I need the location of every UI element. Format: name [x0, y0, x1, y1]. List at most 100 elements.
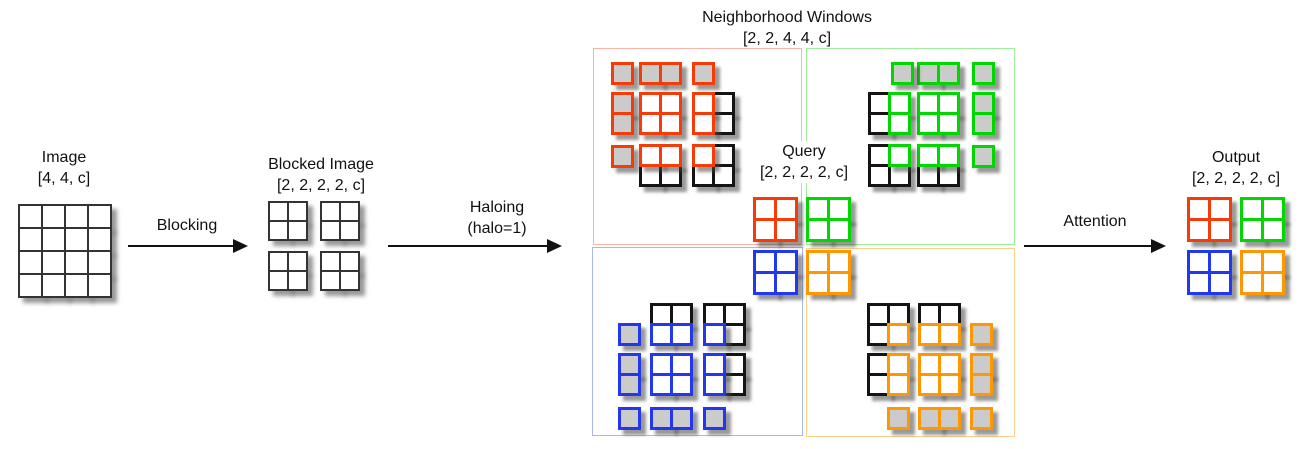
window-blue-cell-outside-window-pixel: [723, 373, 746, 396]
haloing-arrow-label-line2: (halo=1): [467, 220, 527, 237]
window-red-cell-in-window-pixel: [692, 112, 715, 135]
query-dims: [2, 2, 2, 2, c]: [759, 164, 849, 181]
window-orange-cell-in-window-pixel: [938, 373, 961, 396]
query-label: Query [2, 2, 2, 2, c]: [744, 141, 864, 183]
query-block-green-cell-in-window-pixel: [827, 218, 851, 242]
window-red-cell-outside-window-pixel: [659, 164, 682, 187]
window-red-cell-halo-padding-pixel: [611, 112, 634, 135]
window-orange-cell-halo-padding-pixel: [938, 407, 961, 430]
image-grid-cell-image-pixel: [41, 204, 66, 229]
image-grid-cell-image-pixel: [64, 273, 89, 298]
image-title: Image: [41, 149, 87, 166]
output-block-red-cell-in-window-pixel: [1208, 218, 1232, 242]
neighborhood-windows-title: Neighborhood Windows: [702, 9, 872, 26]
window-blue-cell-halo-padding-pixel: [618, 407, 641, 430]
window-red-cell-halo-padding-pixel: [659, 62, 682, 85]
window-red-cell-halo-padding-pixel: [611, 145, 634, 168]
query-block-red-cell-in-window-pixel: [753, 218, 777, 242]
image-grid-cell-image-pixel: [64, 204, 89, 229]
blocked-block-br-cell-image-pixel: [339, 270, 360, 291]
image-grid-cell-image-pixel: [64, 227, 89, 252]
window-red-cell-outside-window-pixel: [712, 112, 735, 135]
query-block-orange-cell-in-window-pixel: [827, 271, 851, 295]
window-red-cell-in-window-pixel: [659, 144, 682, 167]
blocking-arrow-label: Blocking: [156, 217, 218, 234]
window-orange-cell-halo-padding-pixel: [970, 373, 993, 396]
window-blue-cell-in-window-pixel: [703, 323, 726, 346]
image-label: Image [4, 4, c]: [4, 147, 124, 189]
blocked-block-tl-cell-image-pixel: [287, 201, 308, 222]
attention-arrow-label: Attention: [1063, 213, 1127, 230]
attention-arrowhead-icon: [1151, 239, 1166, 253]
neighborhood-windows-label: Neighborhood Windows [2, 2, 4, 4, c]: [662, 7, 912, 49]
haloing-arrow-line: [388, 245, 548, 247]
window-blue-cell-in-window-pixel: [670, 373, 693, 396]
window-orange-cell-halo-padding-pixel: [970, 407, 993, 430]
window-red-cell-in-window-pixel: [692, 144, 715, 167]
window-red-cell-in-window-pixel: [659, 112, 682, 135]
image-grid-cell-image-pixel: [18, 273, 43, 298]
window-orange-cell-in-window-pixel: [887, 323, 910, 346]
image-grid-cell-image-pixel: [87, 204, 112, 229]
blocked-block-tr-cell-image-pixel: [339, 220, 360, 241]
output-title: Output: [1211, 149, 1261, 166]
blocked-block-br-cell-image-pixel: [320, 270, 341, 291]
blocking-arrow-line: [128, 245, 234, 247]
image-grid-cell-image-pixel: [87, 227, 112, 252]
output-block-blue-cell-in-window-pixel: [1187, 271, 1211, 295]
window-orange-cell-halo-padding-pixel: [887, 407, 910, 430]
window-green-cell-in-window-pixel: [888, 144, 911, 167]
window-blue-cell-halo-padding-pixel: [703, 407, 726, 430]
haloing-arrow-label: Haloing (halo=1): [417, 197, 577, 239]
blocked-image-title: Blocked Image: [268, 156, 374, 173]
attention-arrow-line: [1024, 245, 1152, 247]
output-dims: [2, 2, 2, 2, c]: [1191, 170, 1281, 187]
blocked-block-br-cell-image-pixel: [320, 251, 341, 272]
window-box-orange: [806, 248, 1015, 437]
image-grid-cell-image-pixel: [18, 227, 43, 252]
window-green-cell-halo-padding-pixel: [972, 62, 995, 85]
output-block-green-cell-in-window-pixel: [1261, 218, 1285, 242]
query-block-red-cell-in-window-pixel: [774, 218, 798, 242]
window-green-cell-halo-padding-pixel: [937, 62, 960, 85]
window-blue-cell-halo-padding-pixel: [618, 323, 641, 346]
window-green-cell-in-window-pixel: [937, 112, 960, 135]
blocked-block-tr-cell-image-pixel: [339, 201, 360, 222]
image-grid-cell-image-pixel: [41, 227, 66, 252]
blocked-image-dims: [2, 2, 2, 2, c]: [276, 177, 366, 194]
image-grid-cell-image-pixel: [41, 250, 66, 275]
query-block-orange-cell-in-window-pixel: [806, 271, 830, 295]
blocked-block-bl-cell-image-pixel: [268, 251, 289, 272]
window-blue-cell-in-window-pixel: [703, 373, 726, 396]
image-grid-cell-image-pixel: [18, 204, 43, 229]
window-red-cell-halo-padding-pixel: [692, 62, 715, 85]
blocked-block-bl-cell-image-pixel: [287, 270, 308, 291]
output-label: Output [2, 2, 2, 2, c]: [1176, 147, 1296, 189]
window-green-cell-halo-padding-pixel: [972, 112, 995, 135]
query-block-blue-cell-in-window-pixel: [774, 271, 798, 295]
window-blue-cell-in-window-pixel: [670, 323, 693, 346]
blocked-block-tl-cell-image-pixel: [268, 201, 289, 222]
window-blue-cell-outside-window-pixel: [723, 323, 746, 346]
window-orange-cell-in-window-pixel: [938, 323, 961, 346]
window-red-cell-halo-padding-pixel: [611, 62, 634, 85]
window-green-cell-in-window-pixel: [888, 112, 911, 135]
image-grid-cell-image-pixel: [87, 250, 112, 275]
image-dims: [4, 4, c]: [37, 170, 91, 187]
image-grid-cell-image-pixel: [64, 250, 89, 275]
haloing-arrowhead-icon: [547, 239, 562, 253]
image-grid-cell-image-pixel: [41, 273, 66, 298]
window-green-cell-halo-padding-pixel: [891, 62, 914, 85]
image-grid-cell-image-pixel: [18, 250, 43, 275]
window-green-cell-outside-window-pixel: [888, 164, 911, 187]
window-blue-cell-halo-padding-pixel: [618, 373, 641, 396]
haloing-arrow-label-line1: Haloing: [469, 199, 525, 216]
blocking-arrowhead-icon: [233, 239, 248, 253]
output-block-orange-cell-in-window-pixel: [1261, 271, 1285, 295]
blocked-block-tl-cell-image-pixel: [287, 220, 308, 241]
window-orange-cell-in-window-pixel: [887, 373, 910, 396]
blocked-block-tl-cell-image-pixel: [268, 220, 289, 241]
query-title: Query: [782, 143, 826, 160]
window-blue-cell-halo-padding-pixel: [670, 407, 693, 430]
